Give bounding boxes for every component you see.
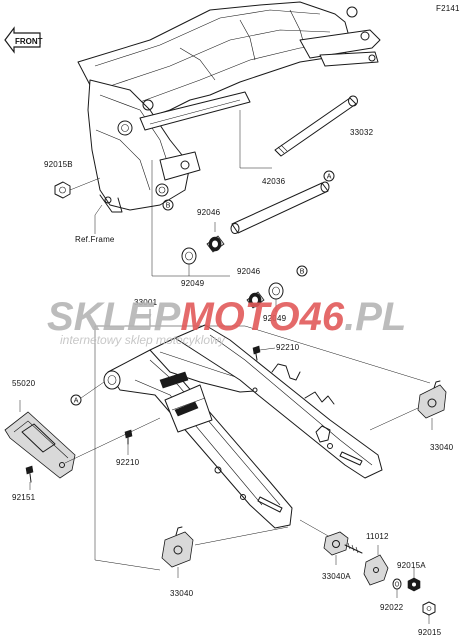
label-92049-upper: 92049 [181,279,205,288]
front-label: FRONT [15,37,43,46]
washer-92022 [392,578,402,598]
watermark-logo: SKLEPMOTO46.PL internetowy sklep motocyk… [47,295,406,347]
callout-B-right: B [296,265,308,277]
seal-92049-lower [268,282,284,312]
label-42036: 42036 [262,177,286,186]
svg-text:A: A [74,398,79,405]
svg-text:A: A [327,174,332,181]
label-92015B: 92015B [44,160,73,169]
label-92046-upper: 92046 [197,208,221,217]
label-92022: 92022 [380,603,404,612]
svg-text:internetowy sklep motocyklowy: internetowy sklep motocyklowy [60,333,226,347]
nut-92015B [54,177,101,199]
chain-guide-55020 [4,400,76,479]
label-33040-right: 33040 [430,443,454,452]
screw-92151 [25,465,34,490]
svg-text:SKLEPMOTO46.PL: SKLEPMOTO46.PL [47,295,406,339]
pivot-shaft-33032 [239,95,358,169]
plate-11012 [363,545,389,586]
label-92210-upper: 92210 [276,343,300,352]
label-33040-left: 33040 [170,589,194,598]
callout-A-upper: A [323,170,335,182]
callout-B-frame: B [162,199,174,211]
label-92049-lower: 92049 [263,314,287,323]
label-11012: 11012 [366,532,389,541]
adjuster-33040A [299,519,363,565]
frame-illustration [77,1,381,213]
svg-text:B: B [300,269,305,276]
swingarm-33001 [103,324,383,529]
label-33040A: 33040A [322,572,351,581]
svg-text:B: B [166,203,171,210]
label-92015: 92015 [418,628,442,637]
adjuster-33040-right [369,380,447,431]
label-33032: 33032 [350,128,374,137]
front-arrow-badge: FRONT [4,26,43,54]
callout-A-lower: A [70,394,82,406]
label-92015A: 92015A [397,561,426,570]
label-33001: 33001 [134,298,158,307]
label-92046-lower: 92046 [237,267,261,276]
bolt-92210-upper [252,345,276,361]
nut-92015 [422,601,436,624]
seal-92049-upper [181,247,197,276]
diagram-id: F2141 [436,4,460,13]
ref-frame-label: Ref.Frame [75,235,115,244]
nut-92015A [407,568,421,592]
label-55020: 55020 [12,379,36,388]
label-92151: 92151 [12,493,36,502]
adjuster-33040-left [161,526,289,578]
bushing-92046-upper [206,222,225,253]
collar-42036 [230,181,330,234]
bushing-92046-lower [246,291,265,309]
bolt-92210-lower [64,417,161,464]
label-92210-lower: 92210 [116,458,140,467]
